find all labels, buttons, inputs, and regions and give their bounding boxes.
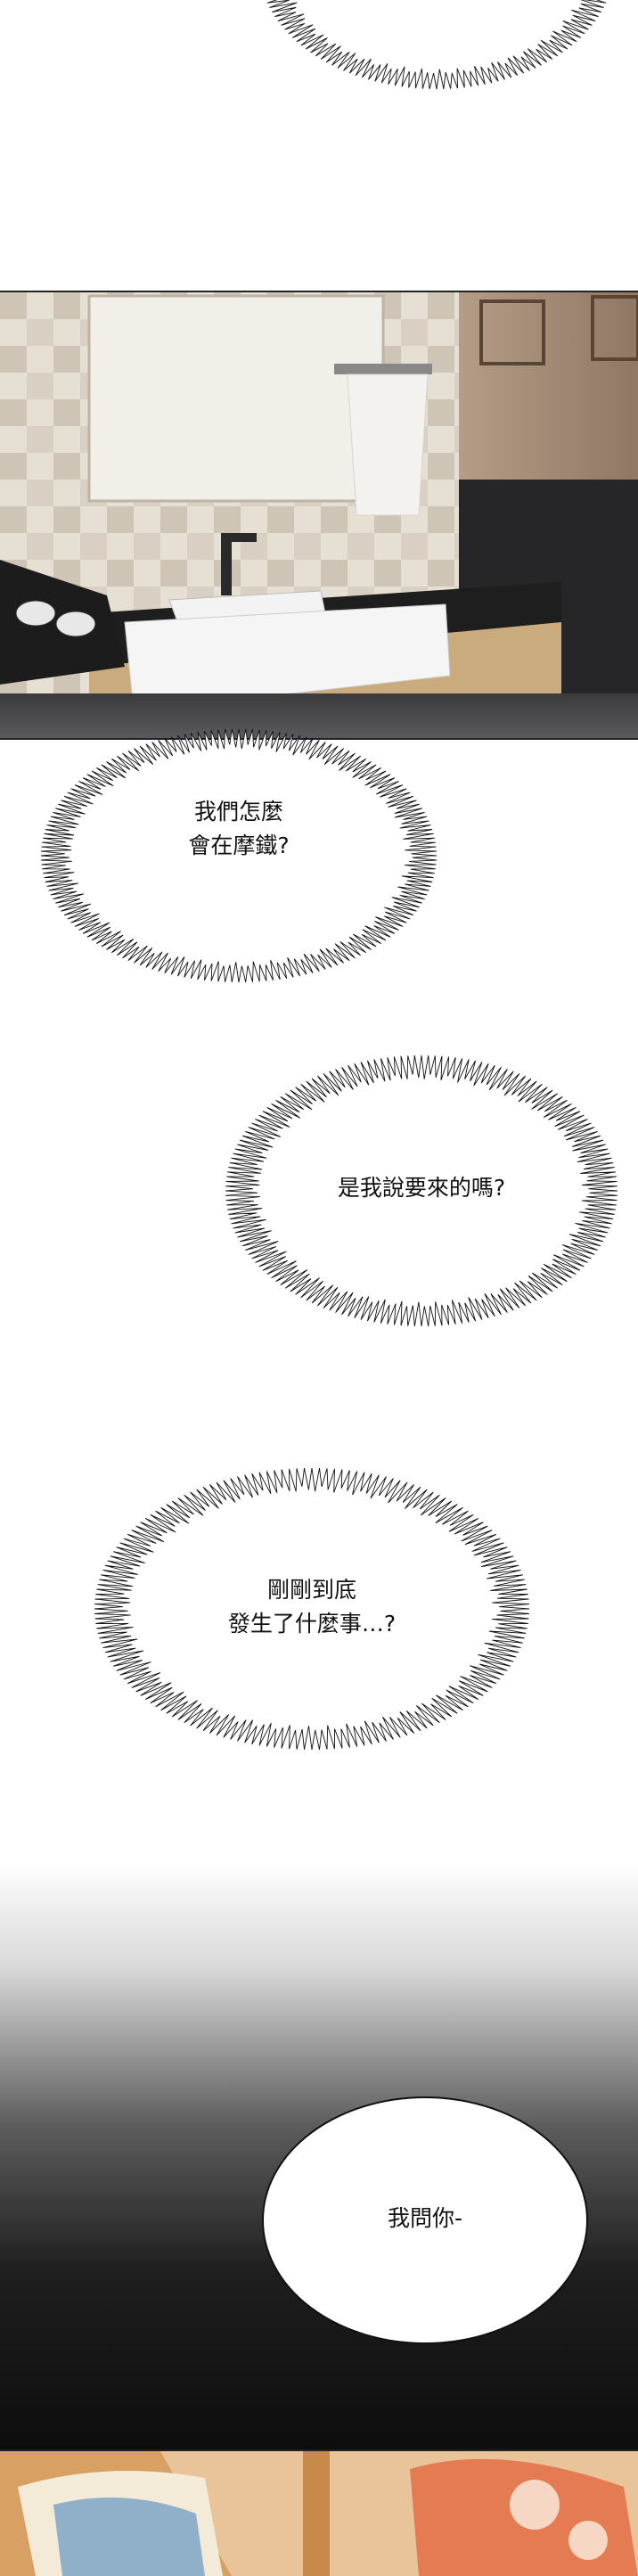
bathroom-panel xyxy=(0,291,638,740)
speech-bubble-1: 我們怎麼 會在摩鐵? xyxy=(34,722,444,989)
bubble-3-line-1: 剛剛到底 xyxy=(266,1577,356,1603)
bubble-1-line-2: 會在摩鐵? xyxy=(188,833,290,858)
bubble-1-line-1: 我們怎麼 xyxy=(193,799,283,824)
bubble-2-line-1: 是我說要來的嗎? xyxy=(337,1175,506,1201)
bubble-2-text: 是我說要來的嗎? xyxy=(219,1171,624,1205)
speech-bubble-4: 我問你- xyxy=(260,2095,590,2346)
top-burst-bubble xyxy=(266,0,607,90)
speech-bubble-2: 是我說要來的嗎? xyxy=(219,1048,624,1333)
bubble-3-text: 剛剛到底 發生了什麼事…? xyxy=(89,1573,535,1641)
bubble-4-text: 我問你- xyxy=(260,2202,590,2236)
bubble-4-line-1: 我問你- xyxy=(387,2205,463,2231)
bubble-1-text: 我們怎麼 會在摩鐵? xyxy=(34,795,444,863)
bubble-3-line-2: 發生了什麼事…? xyxy=(227,1611,397,1637)
speech-bubble-3: 剛剛到底 發生了什麼事…? xyxy=(89,1462,535,1756)
closing-panel-strip xyxy=(0,2449,638,2576)
